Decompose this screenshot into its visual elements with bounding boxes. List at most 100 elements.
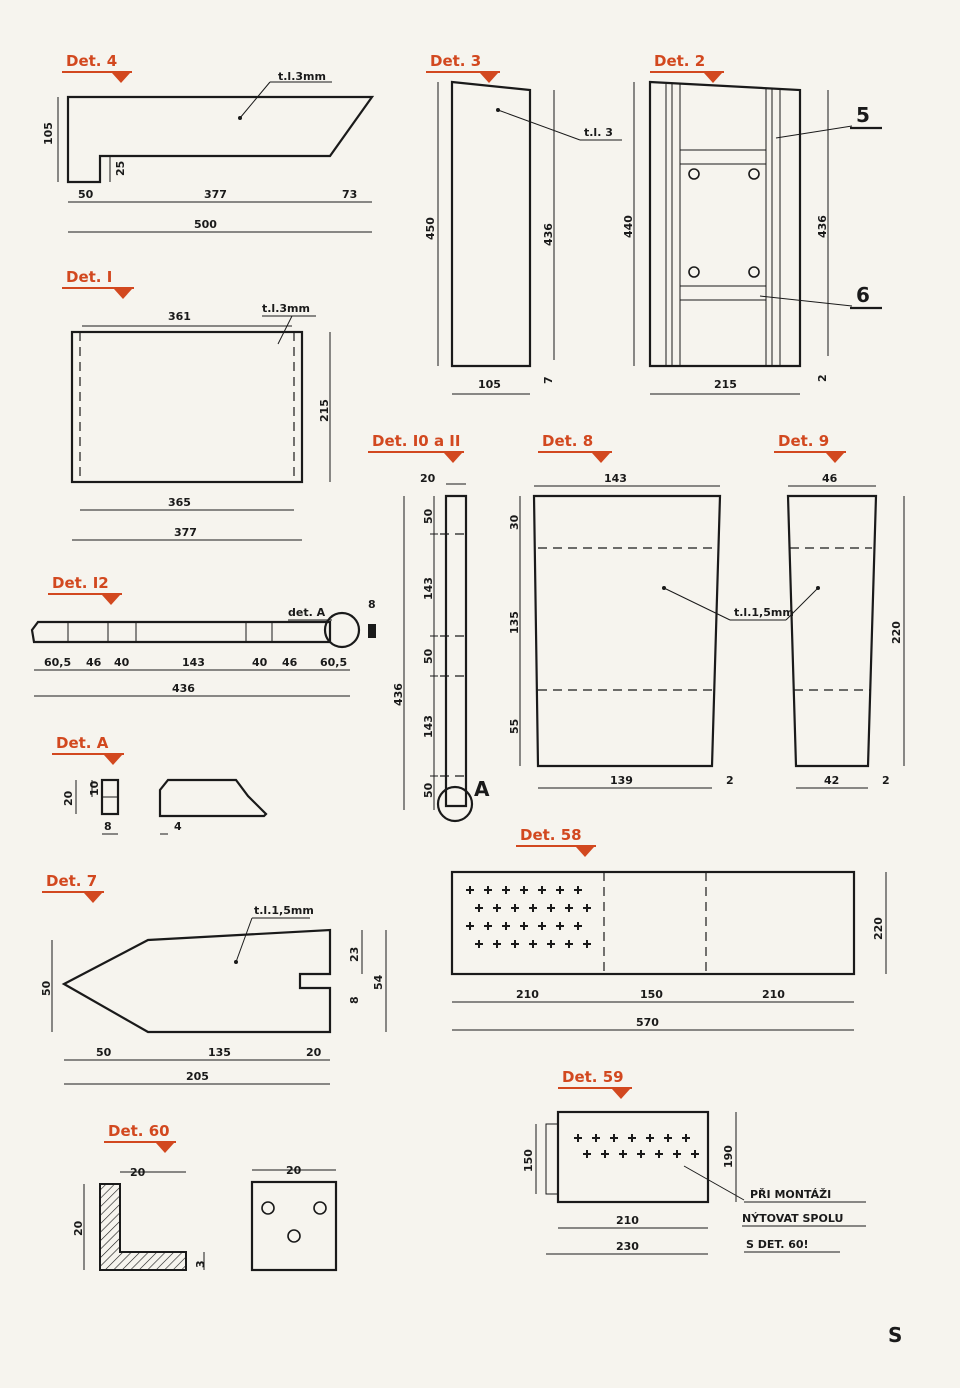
rivet-hole-mark: [502, 886, 510, 894]
det8-dim-143: 143: [604, 472, 627, 485]
det7-drawing: Det. 7 t.l.1,5mm 50 23 8 54 50 135 20 20…: [40, 872, 387, 1085]
rivet-hole-mark: [529, 904, 537, 912]
det60-dim-20a: 20: [130, 1166, 146, 1179]
rivet-hole-mark: [466, 886, 474, 894]
det2-dim-2: 2: [816, 374, 829, 382]
rivet-hole-mark: [682, 1134, 690, 1142]
rivet-hole-mark: [565, 904, 573, 912]
det58-dim-150: 150: [640, 988, 663, 1001]
detA-dim-4: 4: [174, 820, 182, 833]
det8-dim-30: 30: [508, 514, 521, 530]
det12-dim-46a: 46: [86, 656, 102, 669]
det60-drawing: Det. 60 20 20 3 20: [72, 1122, 338, 1272]
rivet-hole-mark: [511, 904, 519, 912]
rivet-hole-mark: [484, 886, 492, 894]
det1-drawing: Det. I 361 t.l.3mm 215 365 377: [62, 268, 331, 541]
rivet-hole-mark: [511, 940, 519, 948]
rivet-hole-mark: [574, 886, 582, 894]
det58-rivet-holes: [466, 886, 591, 948]
det12-dim-40a: 40: [114, 656, 130, 669]
det59-dim-190: 190: [722, 1145, 735, 1168]
det1-dim-361: 361: [168, 310, 191, 323]
det2-title: Det. 2: [654, 52, 705, 70]
rivet-hole-mark: [520, 886, 528, 894]
det8-det9-thickness: t.l.1,5mm: [734, 606, 794, 619]
rivet-hole-mark: [646, 1134, 654, 1142]
rivet-hole-mark: [538, 922, 546, 930]
det12-dim-143: 143: [182, 656, 205, 669]
rivet-hole-mark: [538, 886, 546, 894]
det12-dim-60-5b: 60,5: [320, 656, 347, 669]
rivet-hole-mark: [529, 940, 537, 948]
rivet-hole-mark: [655, 1150, 663, 1158]
rivet-hole-mark: [502, 922, 510, 930]
det10-detail-A: A: [474, 777, 490, 801]
det10-dim-436: 436: [392, 683, 405, 706]
det59-dim-150: 150: [522, 1149, 535, 1172]
det7-dim-135: 135: [208, 1046, 231, 1059]
rivet-hole-mark: [520, 922, 528, 930]
det4-title: Det. 4: [66, 52, 117, 70]
det10-dim-50a: 50: [422, 508, 435, 524]
rivet-hole-mark: [556, 886, 564, 894]
det9-drawing: Det. 9 46 220 42 2: [774, 432, 905, 789]
rivet-hole-mark: [664, 1134, 672, 1142]
rivet-hole-mark: [691, 1150, 699, 1158]
det3-dim-450: 450: [424, 217, 437, 240]
det7-dim-8: 8: [348, 996, 361, 1004]
rivet-hole-mark: [673, 1150, 681, 1158]
det59-drawing: Det. 59 150 190 210 230 PŘI MONTÁŽI NÝTO…: [522, 1068, 866, 1255]
det10-drawing: Det. I0 a II 20 50 143 50 143 50 436 A: [368, 432, 490, 823]
det4-drawing: Det. 4 t.l.3mm 105 25 50 377 73 500: [42, 52, 375, 233]
det8-drawing: Det. 8 143 30 135 55 139 2 t.l.1,5mm: [508, 432, 820, 789]
det60-title: Det. 60: [108, 1122, 170, 1140]
det8-dim-55: 55: [508, 719, 521, 734]
det1-title: Det. I: [66, 268, 112, 286]
detA-dim-20: 20: [62, 790, 75, 806]
rivet-hole-mark: [484, 922, 492, 930]
det8-dim-2: 2: [726, 774, 734, 787]
det12-section: [368, 624, 376, 638]
det1-thickness: t.l.3mm: [262, 302, 310, 315]
det12-dim-46b: 46: [282, 656, 298, 669]
detA-dim-10: 10: [88, 780, 101, 796]
det12-dim-436: 436: [172, 682, 195, 695]
det3-dim-7: 7: [542, 376, 555, 384]
det3-thickness: t.l. 3: [584, 126, 613, 139]
det9-dim-46: 46: [822, 472, 838, 485]
det7-dim-20: 20: [306, 1046, 322, 1059]
det9-dim-220: 220: [890, 621, 903, 644]
det3-dim-105: 105: [478, 378, 501, 391]
det58-dim-210b: 210: [762, 988, 785, 1001]
det12-dim-40b: 40: [252, 656, 268, 669]
det1-dim-215: 215: [318, 399, 331, 422]
det2-part-5: 5: [856, 103, 870, 127]
det59-title: Det. 59: [562, 1068, 624, 1086]
detA-dim-8: 8: [104, 820, 112, 833]
det2-dim-215: 215: [714, 378, 737, 391]
rivet-hole-mark: [610, 1134, 618, 1142]
rivet-hole-mark: [574, 922, 582, 930]
det7-dim-50: 50: [40, 980, 53, 996]
det8-title: Det. 8: [542, 432, 593, 450]
rivet-hole-mark: [637, 1150, 645, 1158]
det4-dim-73: 73: [342, 188, 357, 201]
page-letter: S: [888, 1323, 902, 1347]
det7-dim-23: 23: [348, 947, 361, 962]
det3-title: Det. 3: [430, 52, 481, 70]
det12-drawing: Det. I2 det. A 8 60,5 46 40 143 40 46 60…: [30, 574, 376, 697]
det8-dim-139: 139: [610, 774, 633, 787]
det59-note-line1: PŘI MONTÁŽI: [750, 1188, 831, 1201]
rivet-hole-mark: [547, 940, 555, 948]
det7-dim-54: 54: [372, 974, 385, 990]
det4-dim-105: 105: [42, 122, 55, 145]
det2-dim-440: 440: [622, 215, 635, 238]
det58-dim-210a: 210: [516, 988, 539, 1001]
det9-title: Det. 9: [778, 432, 829, 450]
det8-dim-135: 135: [508, 611, 521, 634]
det10-dim-50c: 50: [422, 782, 435, 798]
det10-dim-143b: 143: [422, 715, 435, 738]
det59-rivet-holes: [574, 1134, 699, 1158]
det12-dim-60-5a: 60,5: [44, 656, 71, 669]
rivet-hole-mark: [556, 922, 564, 930]
